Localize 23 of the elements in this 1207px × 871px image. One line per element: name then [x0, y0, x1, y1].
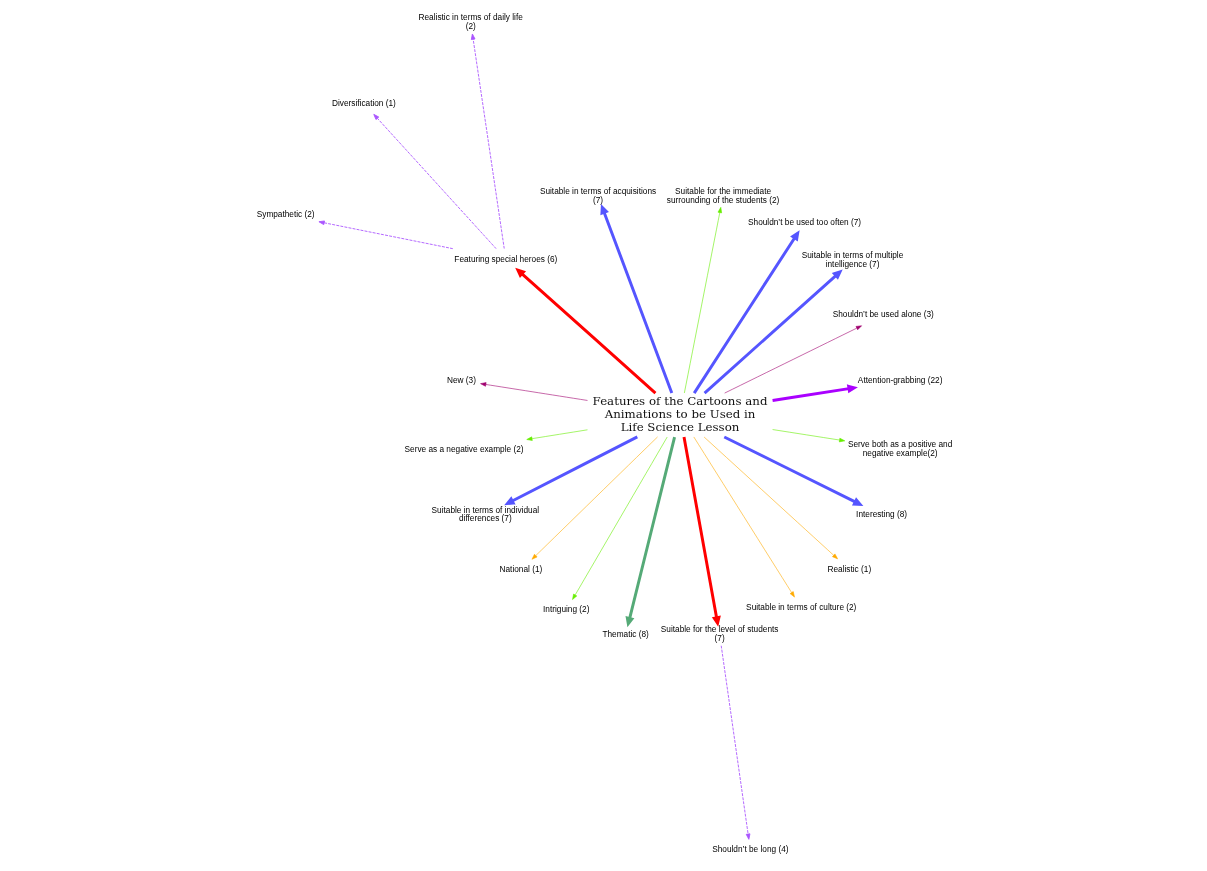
arrow — [720, 644, 750, 840]
arrow — [514, 267, 656, 394]
arrow — [531, 436, 658, 560]
arrow — [503, 435, 638, 505]
arrow — [693, 436, 795, 597]
arrow — [470, 33, 505, 249]
arrow — [703, 436, 838, 559]
arrow — [771, 428, 845, 442]
arrow — [723, 324, 862, 393]
arrow — [723, 435, 863, 506]
arrow — [571, 436, 667, 600]
arrow — [703, 268, 843, 394]
arrow — [682, 436, 721, 627]
arrow — [692, 229, 800, 394]
arrow — [599, 203, 673, 394]
arrow — [372, 113, 497, 249]
arrow — [771, 383, 858, 402]
arrow — [525, 429, 588, 441]
arrow — [479, 381, 588, 401]
arrow — [625, 436, 676, 627]
arrow — [318, 220, 453, 249]
arrow — [683, 206, 722, 393]
node-text: Features of the Cartoons and Animations to be Used in Life Science Lesson — [592, 393, 767, 434]
